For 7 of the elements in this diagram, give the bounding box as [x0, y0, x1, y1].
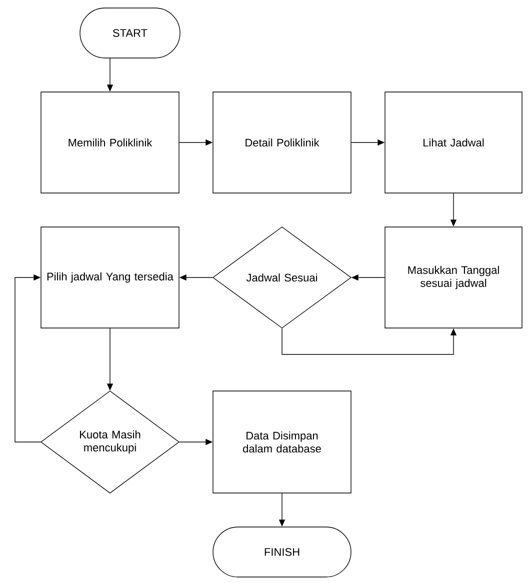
process-box: Lihat Jadwal [384, 92, 522, 194]
process-box: Memilih Poliklinik [40, 92, 180, 194]
process-box: Masukkan Tanggal sesuai jadwal [384, 226, 522, 328]
process-box: Pilih jadwal Yang tersedia [40, 226, 180, 328]
arrow [14, 274, 41, 442]
process-box: Detail Poliklinik [212, 92, 352, 194]
process-box: Data Disimpan dalam database [212, 390, 352, 494]
